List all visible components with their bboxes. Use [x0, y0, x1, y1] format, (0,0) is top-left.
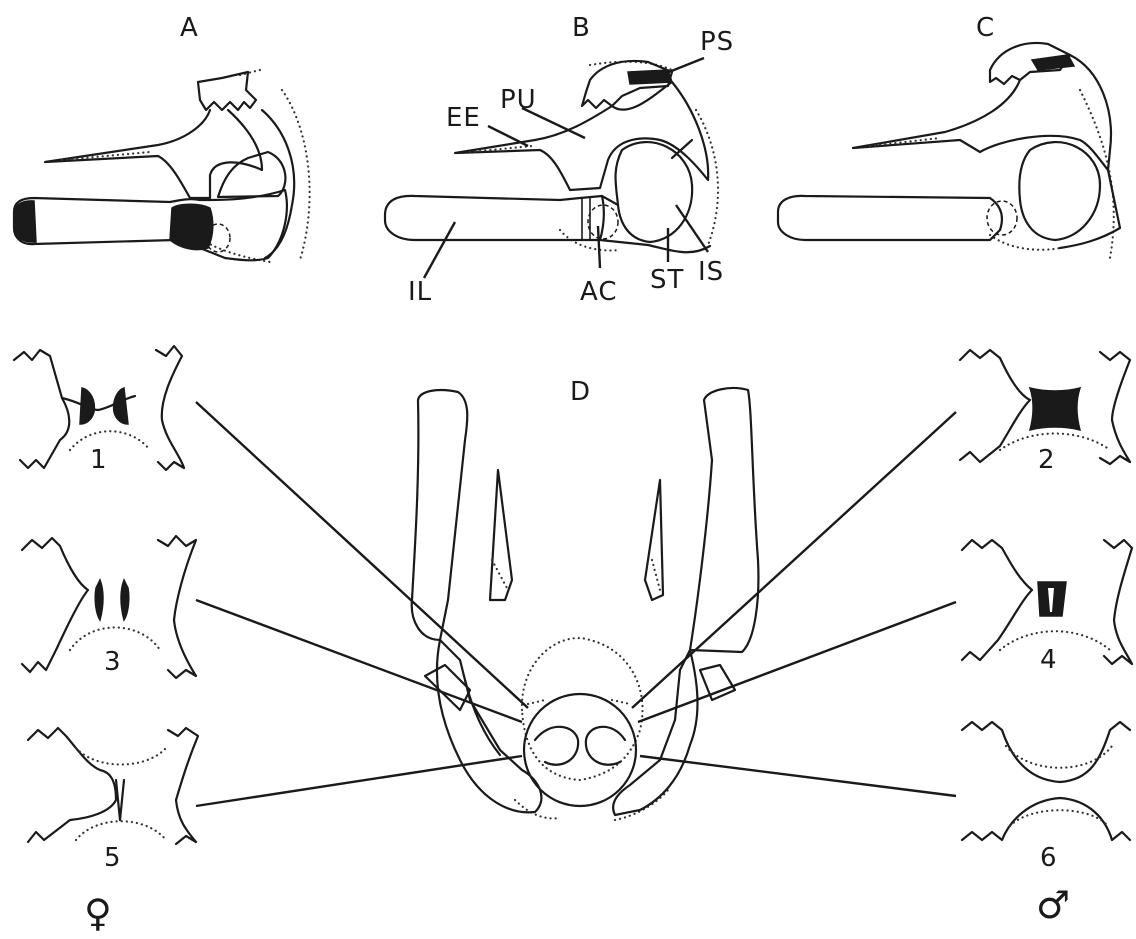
variant-4-number: 4 [1040, 645, 1058, 675]
variant-2-number: 2 [1038, 445, 1056, 475]
label-il: IL [408, 277, 432, 307]
label-ps: PS [700, 27, 734, 57]
panel-b-label: B [572, 13, 591, 43]
variant-5-number: 5 [104, 843, 122, 873]
panel-d-drawing [412, 388, 759, 820]
male-symbol: ♂ [1036, 883, 1070, 927]
label-ee: EE [446, 103, 481, 133]
label-ac: AC [580, 277, 617, 307]
panel-c-label: C [976, 13, 995, 43]
symphysis-variant-5 [28, 728, 198, 844]
panel-c-drawing [778, 43, 1120, 258]
panel-a-drawing [14, 70, 310, 262]
label-pu: PU [500, 85, 537, 115]
panel-d-label: D [570, 377, 591, 407]
label-st: ST [650, 265, 684, 295]
panel-a-label: A [180, 13, 199, 43]
panel-b-drawing [385, 58, 718, 278]
female-symbol: ♀ [84, 891, 112, 935]
symphysis-variant-6 [962, 722, 1130, 840]
variant-1-number: 1 [90, 445, 108, 475]
label-is: IS [698, 257, 724, 287]
leader-lines [196, 402, 956, 806]
variant-3-number: 3 [104, 647, 122, 677]
variant-6-number: 6 [1040, 843, 1058, 873]
